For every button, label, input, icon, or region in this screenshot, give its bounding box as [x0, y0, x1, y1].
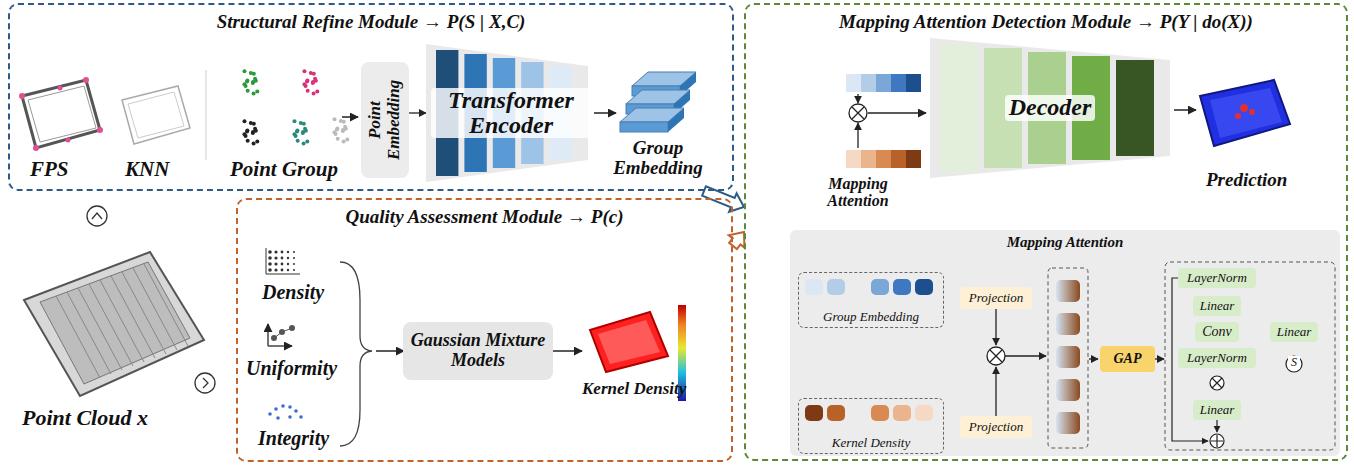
- module-panel: Quality Assessment Module → P(c) Gaussian…: [236, 198, 733, 462]
- box-label: LayerNorm: [1187, 350, 1247, 366]
- panel-heading: Quality Assessment Module → P(c): [346, 206, 624, 228]
- figure-label: Mapping Attention: [806, 176, 910, 210]
- panel-heading: Mapping Attention: [1007, 234, 1124, 251]
- process-box: Transformer Encoder: [426, 44, 596, 182]
- box-label: Point Embedding: [366, 62, 403, 178]
- process-box: Gaussian Mixture Models: [403, 322, 553, 380]
- box-label: Kernel Density: [832, 435, 910, 451]
- point-cloud-figure: [24, 252, 204, 396]
- process-box: GAP: [1100, 346, 1155, 372]
- figure-label: FPS: [30, 158, 69, 180]
- box-label: Conv: [1202, 324, 1232, 340]
- group-embedding-figure: [620, 72, 696, 132]
- figure-label: Prediction: [1206, 170, 1287, 190]
- figure-label: Integrity: [258, 428, 329, 449]
- prediction-figure: [1200, 80, 1290, 146]
- box-label: Linear: [1277, 324, 1312, 340]
- connector: [409, 112, 426, 113]
- panel-heading: Mapping Attention Detection Module → P(Y…: [839, 11, 1253, 33]
- box-label: Linear: [1200, 402, 1235, 418]
- process-box: LayerNorm: [1178, 268, 1256, 288]
- panel-heading: Structural Refine Module → P(S | X,C): [217, 11, 526, 33]
- module-panel: Mapping Attention Detection Module → P(Y…: [744, 3, 1348, 461]
- box-label: Group Embedding: [823, 309, 919, 325]
- point-groups: [242, 69, 349, 145]
- process-box: Group Embedding: [798, 272, 944, 328]
- process-box: Kernel Density: [798, 398, 944, 454]
- figure-label: Uniformity: [246, 358, 337, 379]
- box-label: Projection: [969, 419, 1023, 435]
- figure-label: KNN: [125, 158, 169, 180]
- process-box: Linear: [1193, 296, 1241, 316]
- process-box: Point Embedding: [361, 62, 408, 178]
- process-box: Conv: [1195, 322, 1239, 342]
- process-box: Linear: [1193, 400, 1241, 420]
- figure-label: Group Embedding: [604, 138, 712, 178]
- process-box: Projection: [960, 287, 1032, 309]
- box-label: Transformer Encoder: [431, 88, 591, 138]
- subpanel: Mapping AttentionGroup EmbeddingKernel D…: [790, 230, 1340, 456]
- box-label: LayerNorm: [1187, 270, 1247, 286]
- box-label: Projection: [969, 290, 1023, 306]
- box-label: Decoder: [1005, 95, 1096, 120]
- knn-figure: [122, 70, 206, 160]
- box-label: GAP: [1114, 351, 1142, 367]
- figure-label: Point Cloud x: [22, 406, 148, 429]
- figure-label: Point Group: [230, 158, 338, 180]
- process-box: Decoder: [930, 38, 1170, 178]
- fps-figure: [19, 77, 103, 151]
- sigmoid-symbol: S: [1288, 356, 1300, 369]
- process-box: LayerNorm: [1178, 348, 1256, 368]
- density-icon: [266, 248, 300, 274]
- uniformity-icon: [268, 324, 295, 346]
- attention-vectors: [846, 74, 921, 168]
- integrity-icon: [268, 404, 303, 420]
- process-box: Linear: [1270, 322, 1318, 342]
- figure-label: Kernel Density: [582, 380, 686, 398]
- figure-label: Density: [262, 282, 324, 303]
- subpanel-ground: [790, 230, 1340, 456]
- box-label: Gaussian Mixture Models: [403, 331, 553, 371]
- process-box: Projection: [960, 416, 1032, 438]
- box-label: Linear: [1200, 298, 1235, 314]
